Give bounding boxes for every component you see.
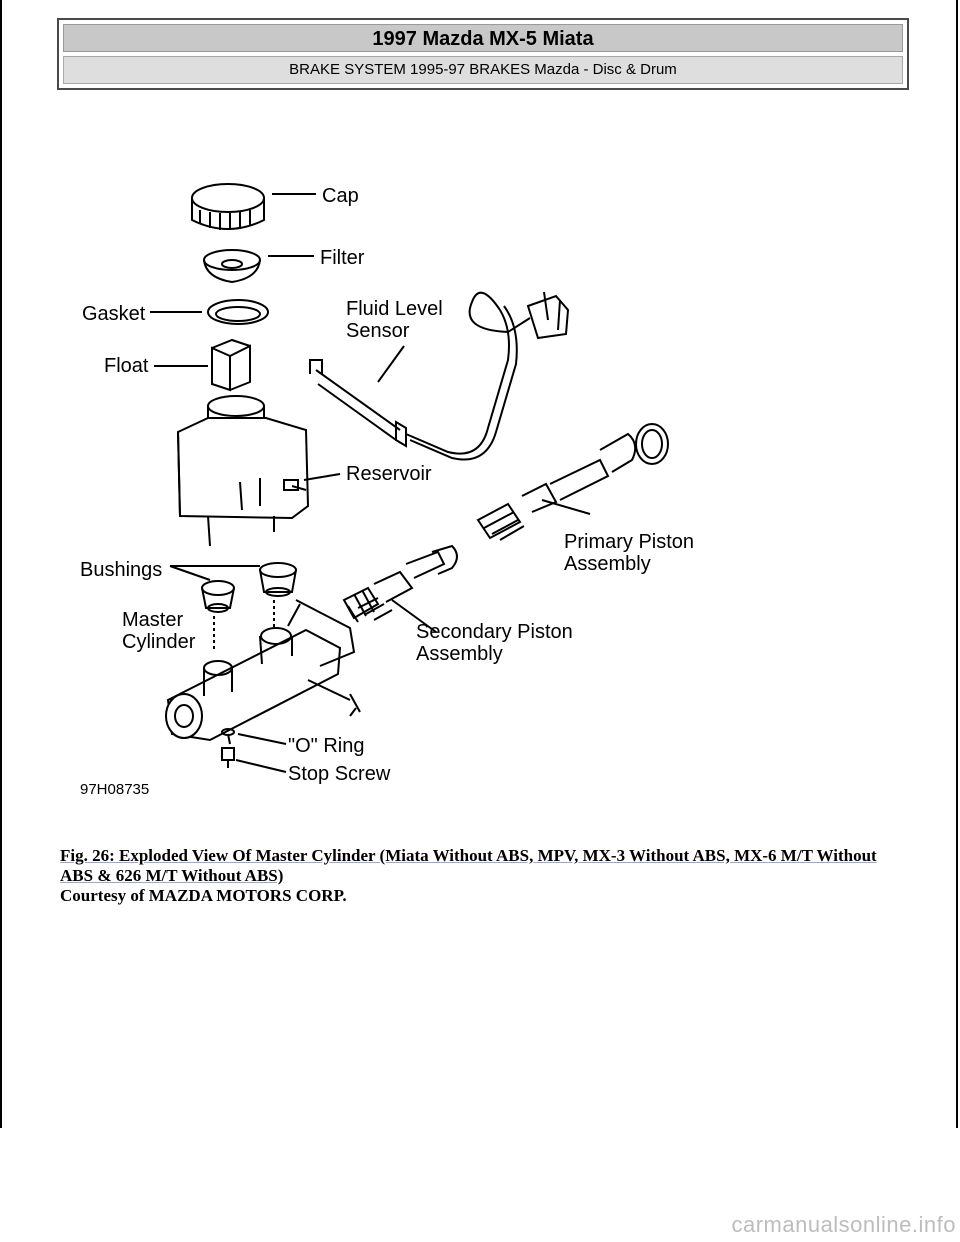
label-gasket: Gasket bbox=[82, 303, 146, 325]
label-secondary-line1: Secondary Piston bbox=[416, 621, 573, 643]
bushings-part bbox=[201, 562, 297, 652]
filter-part bbox=[203, 249, 261, 284]
watermark: carmanualsonline.info bbox=[731, 1212, 956, 1237]
figure-code: 97H08735 bbox=[80, 781, 149, 798]
document-title: 1997 Mazda MX-5 Miata bbox=[63, 24, 903, 52]
primary-piston-part bbox=[476, 423, 669, 541]
label-reservoir: Reservoir bbox=[346, 463, 432, 485]
document-header: 1997 Mazda MX-5 Miata BRAKE SYSTEM 1995-… bbox=[57, 18, 909, 90]
label-filter: Filter bbox=[320, 247, 365, 269]
label-cap: Cap bbox=[322, 185, 359, 207]
float-part bbox=[211, 338, 251, 392]
o-ring-stop-screw-part bbox=[221, 728, 235, 768]
cap-part bbox=[191, 183, 265, 230]
master-cylinder-part bbox=[165, 599, 361, 745]
label-primary-line2: Assembly bbox=[564, 553, 651, 575]
label-float: Float bbox=[104, 355, 149, 377]
leader-lines bbox=[150, 193, 591, 773]
fluid-level-sensor-part bbox=[309, 291, 570, 461]
label-secondary-line2: Assembly bbox=[416, 643, 503, 665]
label-stop-screw: Stop Screw bbox=[288, 763, 391, 785]
label-primary-line1: Primary Piston bbox=[564, 531, 694, 553]
document-subtitle: BRAKE SYSTEM 1995-97 BRAKES Mazda - Disc… bbox=[63, 56, 903, 84]
exploded-view-figure: Cap Filter Gasket Fluid Level Sensor Flo… bbox=[60, 160, 780, 810]
label-master-line1: Master bbox=[122, 609, 183, 631]
gasket-part bbox=[207, 299, 269, 325]
label-fluid-level-line2: Sensor bbox=[346, 320, 410, 342]
reservoir-part bbox=[176, 395, 310, 547]
label-master-line2: Cylinder bbox=[122, 631, 196, 653]
label-o-ring: "O" Ring bbox=[288, 735, 364, 757]
courtesy-text: Courtesy of MAZDA MOTORS CORP. bbox=[60, 886, 347, 905]
page-frame bbox=[0, 0, 958, 1128]
caption-text[interactable]: Fig. 26: Exploded View Of Master Cylinde… bbox=[60, 846, 877, 885]
figure-caption: Fig. 26: Exploded View Of Master Cylinde… bbox=[60, 846, 910, 906]
label-bushings: Bushings bbox=[80, 559, 162, 581]
master-cylinder-diagram: Cap Filter Gasket Fluid Level Sensor Flo… bbox=[80, 183, 694, 798]
label-fluid-level-line1: Fluid Level bbox=[346, 298, 443, 320]
secondary-piston-part bbox=[342, 544, 458, 623]
